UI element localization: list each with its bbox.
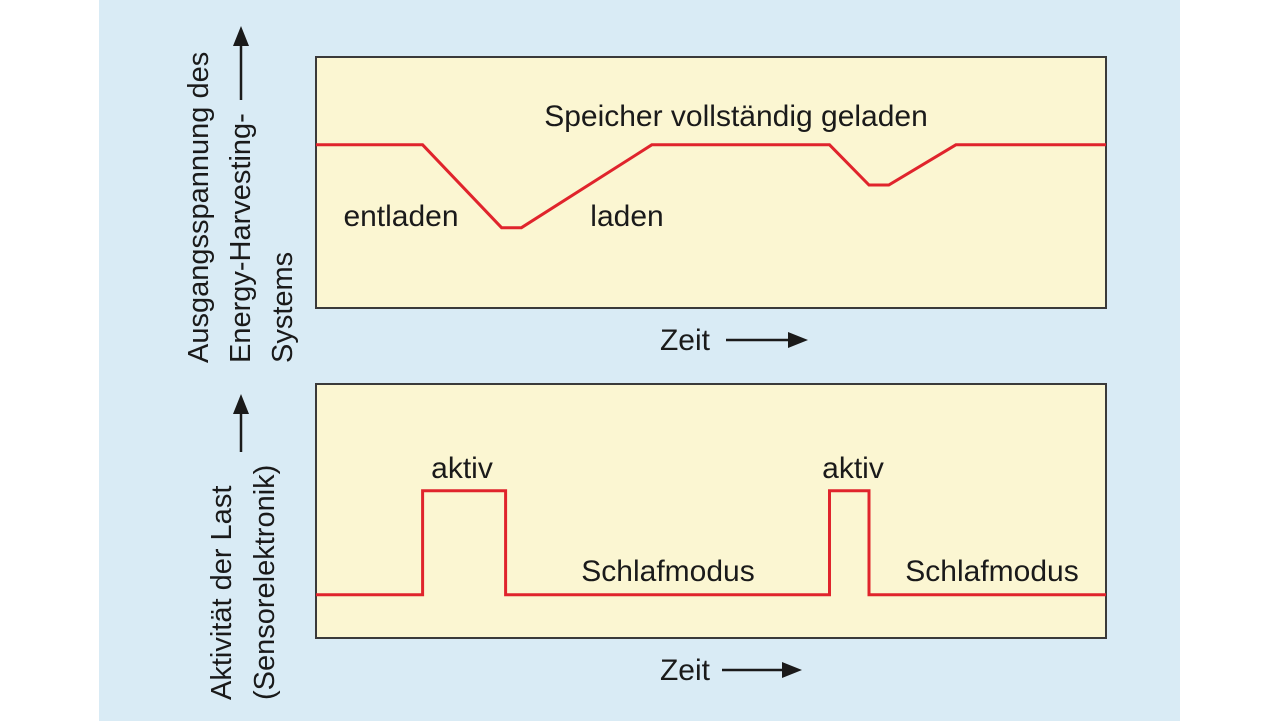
y-axis-label-line-1: Ausgangsspannung des: [183, 52, 215, 363]
annotation-laden: laden: [590, 200, 663, 233]
x-axis-arrow-icon: [726, 332, 808, 348]
y-axis-label: Ausgangsspannung des Energy-Harvesting- …: [183, 52, 299, 363]
x-axis-label: Zeit: [660, 324, 711, 357]
annotation-aktiv-2: aktiv: [822, 452, 884, 485]
y-axis-label: Aktivität der Last (Sensorelektronik): [206, 465, 281, 700]
plot-area-load-activity: [315, 383, 1107, 639]
y-axis-label-line-2: (Sensorelektronik): [249, 465, 281, 700]
y-axis-arrow-icon: [233, 26, 249, 100]
series-line-output-voltage: [316, 143, 1106, 230]
annotation-schlafmodus-1: Schlafmodus: [581, 555, 754, 588]
y-axis-label-line-3: Systems: [267, 252, 299, 363]
annotation-schlafmodus-2: Schlafmodus: [905, 555, 1078, 588]
y-axis-label-line-2: Energy-Harvesting-: [225, 113, 257, 363]
x-axis-label: Zeit: [660, 654, 711, 687]
annotation-speicher-geladen: Speicher vollständig geladen: [544, 100, 928, 133]
chart-load-activity: aktiv aktiv Schlafmodus Schlafmodus Zeit…: [206, 383, 1107, 700]
plot-area-output-voltage: [315, 56, 1107, 309]
annotation-aktiv-1: aktiv: [431, 452, 493, 485]
x-axis-arrow-icon: [722, 662, 802, 678]
annotation-entladen: entladen: [343, 200, 458, 233]
y-axis-arrow-icon: [233, 394, 249, 452]
chart-output-voltage: Speicher vollständig geladen entladen la…: [183, 26, 1107, 363]
series-line-load-activity: [316, 489, 1106, 597]
y-axis-label-line-1: Aktivität der Last: [206, 486, 238, 700]
